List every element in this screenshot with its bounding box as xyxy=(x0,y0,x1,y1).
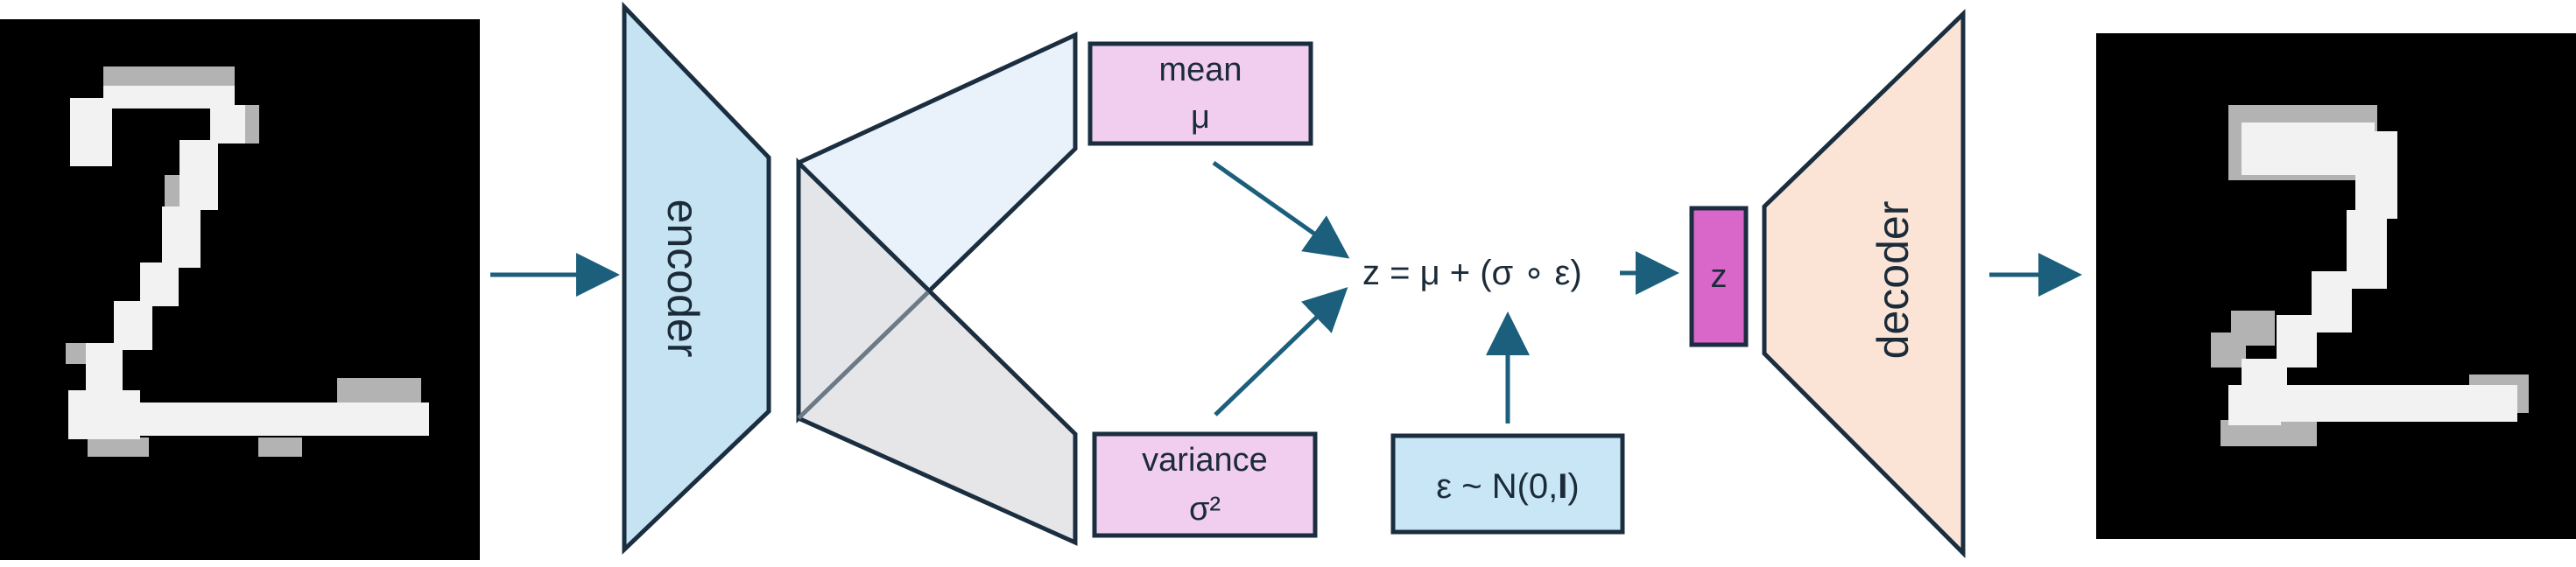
wedge-crossing-line xyxy=(797,290,930,420)
arrow-mean-to-formula xyxy=(1212,160,1350,259)
variance-box xyxy=(1092,431,1318,538)
variance-wedge xyxy=(796,158,1078,546)
encoder-label: encoder xyxy=(658,200,707,358)
mu-symbol: μ xyxy=(1191,99,1210,136)
arrow-variance-to-formula xyxy=(1214,287,1348,416)
output-digit-strokes xyxy=(2211,105,2529,446)
latent-z-box xyxy=(1689,206,1749,347)
mean-box xyxy=(1087,41,1313,146)
reparameterization-formula: z = μ + (σ ∘ ε) xyxy=(1362,254,1582,292)
encoder-block xyxy=(622,1,771,555)
variance-label: variance xyxy=(1142,442,1268,479)
latent-z-label: z xyxy=(1711,258,1728,295)
decoder-label: decoder xyxy=(1869,201,1918,360)
input-digit-strokes xyxy=(66,66,429,457)
decoder-block xyxy=(1762,9,1966,559)
mean-label: mean xyxy=(1158,52,1242,88)
input-digit-image xyxy=(0,19,480,560)
output-digit-image xyxy=(2096,33,2576,539)
noise-distribution-label: ε ~ N(0,I) xyxy=(1436,467,1579,506)
noise-box xyxy=(1390,433,1625,535)
sigma-squared-symbol: σ² xyxy=(1189,491,1221,528)
